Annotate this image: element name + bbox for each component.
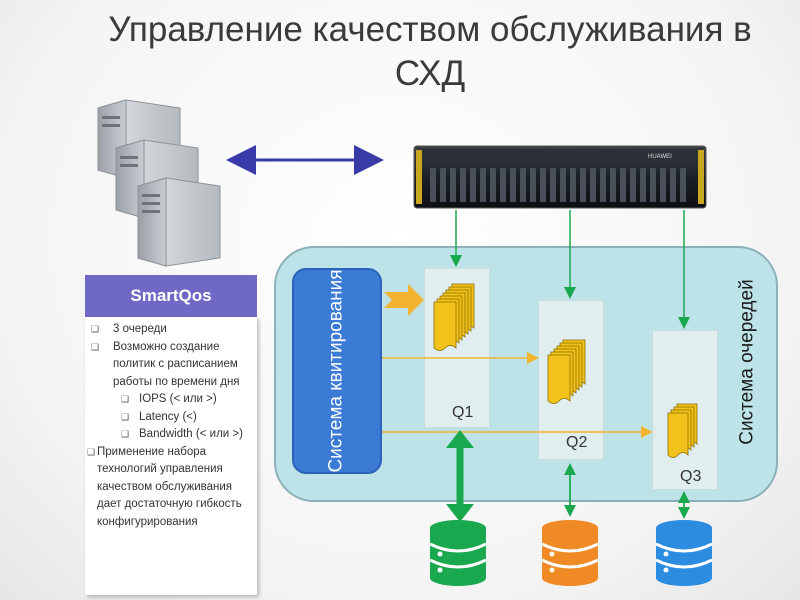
queue-label-q3: Q3	[680, 468, 702, 485]
list-item: ❑Latency (<)	[85, 409, 253, 427]
bullet-icon: ❑	[91, 324, 100, 334]
storage-array-icon: HUAWEI	[413, 145, 707, 209]
bullet-icon: ❑	[87, 446, 96, 457]
storage-to-queue-arrows	[450, 210, 690, 329]
queue-label-q2: Q2	[566, 434, 588, 451]
bullet-icon: ❑	[121, 429, 130, 439]
slide-title: Управление качеством обслуживания в СХД	[60, 8, 800, 96]
queue-q3-documents-icon	[667, 403, 698, 458]
list-item: ❑3 очереди	[85, 321, 253, 339]
ack-to-queue-lines	[382, 352, 653, 438]
server-icon	[97, 99, 221, 267]
database-q2-icon	[541, 520, 599, 586]
incoming-io-arrow	[384, 284, 424, 316]
bullet-icon: ❑	[121, 411, 130, 422]
panel-heading: SmartQos	[85, 275, 257, 317]
list-item: ❑Применение набора технологий управления…	[87, 445, 242, 528]
database-q3-icon	[655, 520, 713, 586]
q1-db-arrow	[446, 430, 474, 522]
list-item: ❑IOPS (< или >)	[85, 391, 253, 409]
queue-q2-documents-icon	[547, 339, 586, 404]
title-line-1: Управление качеством обслуживания в	[108, 10, 752, 49]
feature-list: ❑3 очереди ❑Возможно создание политик с …	[85, 317, 257, 531]
queue-q1-documents-icon	[433, 283, 475, 351]
ack-system-box	[292, 268, 382, 474]
list-item: ❑Возможно создание политик с расписанием…	[91, 340, 240, 388]
list-item: ❑Bandwidth (< или >)	[85, 426, 253, 444]
smartqos-panel: ❑3 очереди ❑Возможно создание политик с …	[85, 317, 257, 595]
database-q1-icon	[429, 520, 487, 586]
title-line-2: СХД	[394, 54, 466, 93]
bullet-icon: ❑	[121, 394, 130, 404]
storage-brand-label: HUAWEI	[648, 154, 672, 160]
bullet-icon: ❑	[91, 341, 100, 352]
queue-label-q1: Q1	[452, 404, 474, 421]
